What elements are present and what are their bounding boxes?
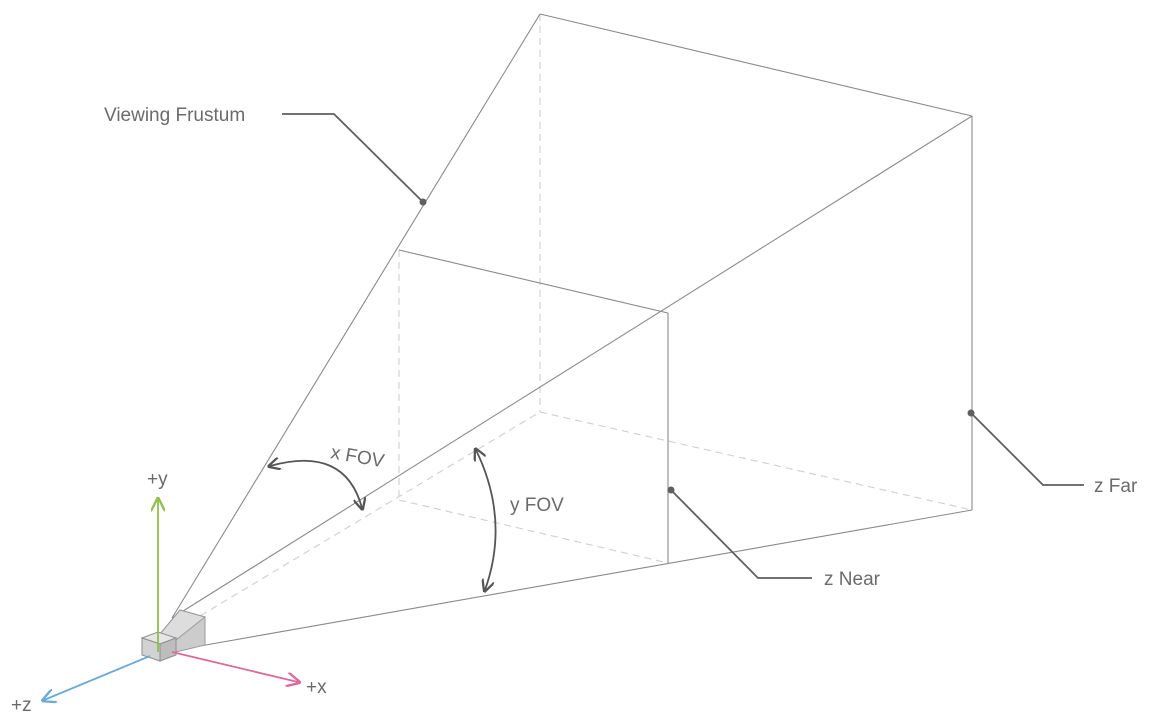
viewing-frustum-leader-dot [419,198,427,206]
x-axis-label: +x [306,677,327,698]
z-far-leader-dot [967,409,975,417]
x-fov-label: x FOV [329,442,386,472]
far-bottom-back-edge [539,411,973,511]
z-far-label: z Far [1094,476,1138,497]
y-fov-arc-arrow [476,450,497,590]
x-fov-arc-arrow [270,461,362,508]
z-axis-label: +z [11,695,32,716]
leader-lines [282,113,1084,579]
y-fov-label: y FOV [510,495,564,516]
frustum-edges [171,13,973,647]
bottom-front-ray [199,509,973,647]
z-far-leader [970,412,1084,486]
viewing-frustum-leader [282,113,424,203]
viewing-frustum-label: Viewing Frustum [104,105,245,126]
z-near-leader [670,489,812,579]
x-axis-arrow [171,651,298,682]
camera-box-side [159,637,177,662]
hidden-edges [179,14,973,629]
camera-body-icon [140,609,207,662]
near-top-edge [398,249,669,314]
top-back-ray [171,13,541,619]
near-bottom-back-edge [398,499,669,564]
z-near-leader-dot [667,486,675,494]
z-axis-arrow [44,655,151,700]
top-front-ray [171,115,973,619]
z-near-label: z Near [824,569,881,590]
far-top-edge [539,13,973,117]
y-axis-label: +y [147,469,168,490]
